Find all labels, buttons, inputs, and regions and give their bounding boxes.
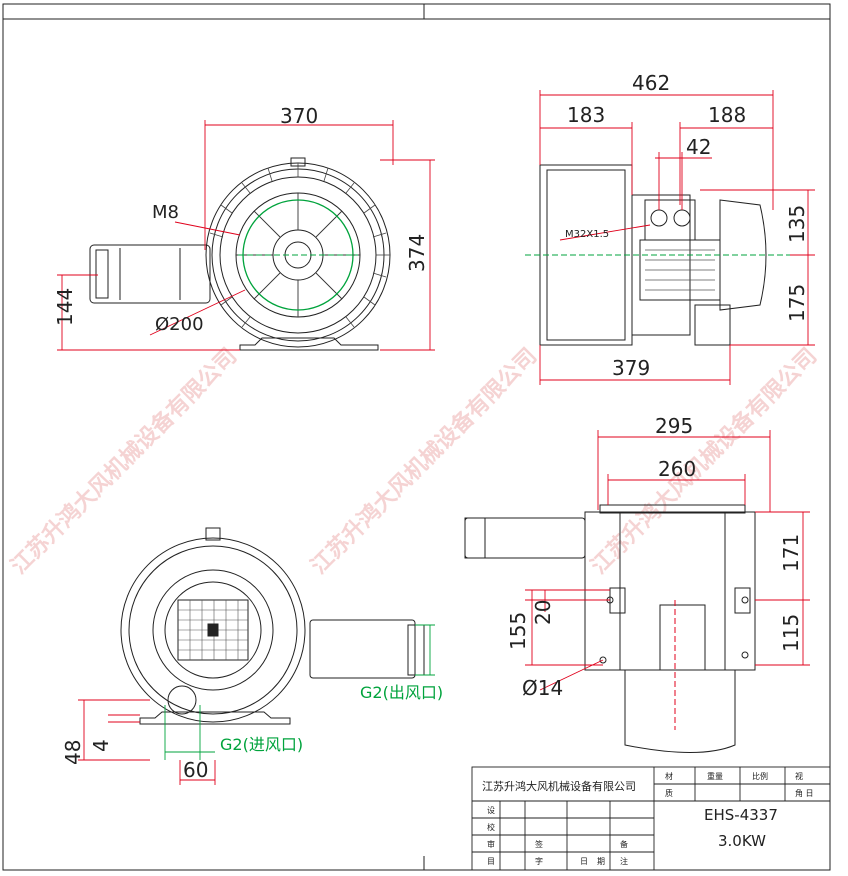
svg-text:签: 签 bbox=[535, 839, 543, 849]
dim-183: 183 bbox=[567, 103, 605, 127]
dim-144: 144 bbox=[53, 288, 77, 326]
dim-115: 115 bbox=[779, 614, 803, 652]
dim-188: 188 bbox=[708, 103, 746, 127]
dim-60: 60 bbox=[183, 758, 208, 782]
dim-155: 155 bbox=[506, 612, 530, 650]
power-rating: 3.0KW bbox=[718, 832, 766, 850]
dim-135: 135 bbox=[785, 205, 809, 243]
svg-text:江苏升鸿大风机械设备有限公司: 江苏升鸿大风机械设备有限公司 bbox=[6, 343, 242, 579]
top-view-labels: 295 260 171 155 20 115 Ø14 bbox=[506, 414, 803, 700]
side-view-dimensions bbox=[539, 90, 815, 385]
svg-text:角 日: 角 日 bbox=[795, 788, 814, 798]
top-view bbox=[464, 504, 756, 753]
label-inlet: G2(进风口) bbox=[220, 735, 303, 754]
dim-dia14: Ø14 bbox=[522, 676, 563, 700]
svg-text:质: 质 bbox=[665, 788, 673, 798]
front-view bbox=[89, 157, 391, 351]
svg-text:注: 注 bbox=[620, 856, 628, 866]
label-outlet: G2(出风口) bbox=[360, 683, 443, 702]
svg-text:日: 日 bbox=[580, 857, 588, 866]
side-view bbox=[525, 164, 790, 346]
svg-text:江苏升鸿大风机械设备有限公司: 江苏升鸿大风机械设备有限公司 bbox=[306, 343, 542, 579]
top-view-dimensions bbox=[525, 430, 810, 691]
rear-view-red-dims bbox=[78, 699, 216, 785]
rear-view bbox=[120, 527, 425, 725]
dim-4: 4 bbox=[89, 739, 113, 752]
svg-text:审: 审 bbox=[487, 839, 495, 849]
svg-text:备: 备 bbox=[620, 839, 628, 849]
dim-thread: M32X1.5 bbox=[565, 229, 609, 240]
model-number: EHS-4337 bbox=[704, 806, 778, 824]
dim-260: 260 bbox=[658, 457, 696, 481]
dim-42: 42 bbox=[686, 135, 711, 159]
title-block bbox=[471, 766, 831, 871]
svg-text:校: 校 bbox=[487, 822, 495, 832]
dim-m8: M8 bbox=[152, 202, 179, 223]
dim-295: 295 bbox=[655, 414, 693, 438]
svg-text:视: 视 bbox=[795, 771, 803, 781]
rear-view-dimensions bbox=[164, 624, 435, 760]
svg-text:期: 期 bbox=[597, 857, 605, 866]
svg-text:材: 材 bbox=[665, 771, 673, 781]
svg-text:设: 设 bbox=[487, 805, 495, 815]
title-block-text: 江苏升鸿大风机械设备有限公司 材 质 重量 比例 视 角 日 设 校 审 目 签… bbox=[482, 771, 814, 866]
dim-374: 374 bbox=[405, 234, 429, 272]
dim-370: 370 bbox=[280, 104, 318, 128]
dim-20: 20 bbox=[531, 600, 555, 625]
front-view-dimensions bbox=[57, 120, 435, 351]
dim-175: 175 bbox=[785, 284, 809, 322]
sheet-border bbox=[2, 3, 831, 871]
svg-text:目: 目 bbox=[487, 857, 495, 866]
dim-462: 462 bbox=[632, 71, 670, 95]
svg-text:字: 字 bbox=[535, 856, 543, 866]
company-name: 江苏升鸿大风机械设备有限公司 bbox=[482, 779, 636, 793]
watermark: 江苏升鸿大风机械设备有限公司 江苏升鸿大风机械设备有限公司 江苏升鸿大风机械设备… bbox=[6, 343, 822, 579]
svg-text:比例: 比例 bbox=[752, 771, 768, 781]
dim-379: 379 bbox=[612, 356, 650, 380]
dim-171: 171 bbox=[779, 534, 803, 572]
rear-view-labels: G2(出风口) G2(进风口) 48 4 60 bbox=[61, 683, 443, 782]
svg-text:重量: 重量 bbox=[707, 771, 723, 781]
side-view-labels: 462 183 188 42 M32X1.5 135 175 379 bbox=[565, 71, 809, 380]
front-view-labels: 370 374 M8 Ø200 144 bbox=[53, 104, 429, 335]
dim-48: 48 bbox=[61, 740, 85, 765]
dim-dia200: Ø200 bbox=[155, 314, 204, 335]
